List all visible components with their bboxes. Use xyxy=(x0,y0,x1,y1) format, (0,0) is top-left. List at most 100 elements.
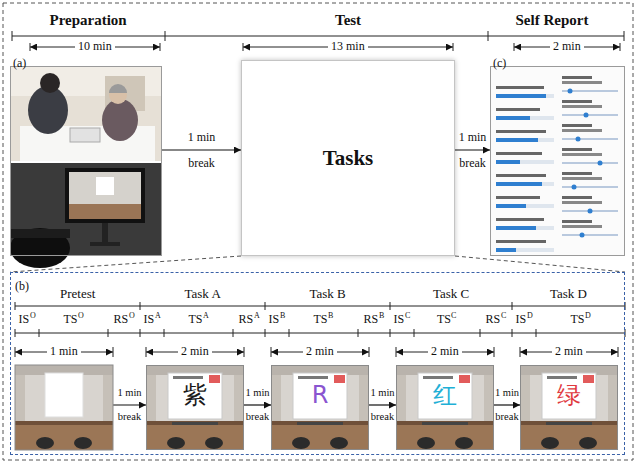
break-arrow xyxy=(494,404,520,405)
questionnaire-screenshot xyxy=(496,94,554,98)
stage-abbrev: IS xyxy=(19,313,30,327)
experiment-photo xyxy=(28,86,68,134)
questionnaire-screenshot xyxy=(576,137,581,142)
stage-abbrev: IS xyxy=(516,313,527,327)
task-timeline xyxy=(39,329,40,337)
stage-superscript: B xyxy=(379,311,384,320)
stage-superscript: O xyxy=(78,311,84,320)
questionnaire-screenshot xyxy=(496,108,540,111)
questionnaire-screenshot xyxy=(496,174,546,177)
questionnaire-screenshot xyxy=(562,81,602,84)
phase-heading: Preparation xyxy=(50,12,127,29)
questionnaire-screenshot xyxy=(496,182,554,186)
duration-arrow xyxy=(30,43,31,51)
zoom-line xyxy=(455,256,625,272)
questionnaire-screenshot xyxy=(562,162,618,164)
photo-panel: (a) xyxy=(10,66,162,256)
questionnaire-screenshot xyxy=(496,160,520,164)
task-timeline xyxy=(15,302,16,310)
task-timeline xyxy=(265,302,266,310)
duration-arrow xyxy=(520,347,521,357)
experiment-photo xyxy=(96,177,114,195)
vr-scene xyxy=(15,365,113,450)
stage-abbrev: TS xyxy=(64,313,78,327)
questionnaire-screenshot xyxy=(568,89,573,94)
stage-superscript: A xyxy=(203,311,209,320)
questionnaire-screenshot xyxy=(562,177,602,180)
duration-label: 2 min xyxy=(550,40,584,54)
break-label: 1 min break xyxy=(455,124,491,176)
vr-scene xyxy=(45,373,83,417)
panel-label: (c) xyxy=(493,57,506,70)
vr-scene xyxy=(15,365,113,450)
experiment-photo xyxy=(10,229,70,238)
break-label: 1 min break xyxy=(243,381,273,429)
task-timeline xyxy=(15,329,16,337)
questionnaire-screenshot xyxy=(490,66,625,256)
outer-frame xyxy=(3,3,633,460)
stage-superscript: D xyxy=(527,311,533,320)
panel-label: (b) xyxy=(15,280,29,293)
experiment-photo xyxy=(90,242,120,246)
stage-superscript: C xyxy=(405,311,410,320)
zoom-line xyxy=(10,256,241,272)
vr-scene xyxy=(271,365,369,450)
questionnaire-screenshot xyxy=(562,76,592,79)
task-timeline xyxy=(140,302,141,310)
questionnaire-panel: (c) xyxy=(490,66,625,256)
questionnaire-screenshot xyxy=(496,240,546,243)
task-timeline xyxy=(265,329,266,337)
stage-abbrev: TS xyxy=(189,313,203,327)
duration-label: 2 min xyxy=(178,345,212,359)
break-arrow xyxy=(113,404,146,405)
break-arrow xyxy=(162,149,241,150)
break-label: 1 min break xyxy=(115,381,145,429)
task-screenshot: 紫 xyxy=(146,365,244,450)
break-label: 1 min break xyxy=(368,381,398,429)
task-timeline xyxy=(15,333,625,334)
questionnaire-screenshot xyxy=(496,226,554,230)
stage-abbrev: IS xyxy=(144,313,155,327)
vr-scene xyxy=(520,365,618,450)
experiment-photo xyxy=(65,168,145,223)
duration-arrow xyxy=(113,347,114,357)
experiment-photo xyxy=(10,66,162,268)
stage-superscript: C xyxy=(451,311,456,320)
phase-bar xyxy=(165,31,166,41)
questionnaire-screenshot xyxy=(562,129,602,132)
questionnaire-screenshot xyxy=(584,113,589,118)
stage-abbrev: IS xyxy=(269,313,280,327)
task-heading: Task A xyxy=(185,287,221,302)
stage-abbrev: RS xyxy=(239,313,254,327)
questionnaire-screenshot xyxy=(562,153,602,156)
duration-arrow xyxy=(396,347,397,357)
duration-label: 2 min xyxy=(428,345,462,359)
task-screenshot: R xyxy=(271,365,369,450)
task-heading: Pretest xyxy=(60,287,95,302)
questionnaire-screenshot xyxy=(562,114,618,116)
questionnaire-screenshot xyxy=(580,233,585,238)
phase-heading: Self Report xyxy=(516,12,589,29)
questionnaire-screenshot xyxy=(562,225,602,228)
experiment-photo xyxy=(10,228,70,268)
questionnaire-screenshot xyxy=(496,248,516,252)
break-arrow xyxy=(369,404,396,405)
task-timeline xyxy=(480,329,481,337)
stimulus-word: 绿 xyxy=(521,381,617,409)
questionnaire-screenshot xyxy=(496,116,554,120)
questionnaire-screenshot xyxy=(598,161,603,166)
tasks-box: Tasks xyxy=(241,60,455,256)
duration-arrow xyxy=(453,43,454,51)
stage-superscript: B xyxy=(328,311,333,320)
questionnaire-screenshot xyxy=(496,138,538,142)
questionnaire-screenshot xyxy=(562,124,592,127)
task-screenshot: 红 xyxy=(396,365,494,450)
break-arrow xyxy=(455,149,490,150)
stage-abbrev: RS xyxy=(486,313,501,327)
questionnaire-screenshot xyxy=(562,105,602,108)
experiment-photo xyxy=(69,172,141,219)
task-timeline xyxy=(358,329,359,337)
stimulus-word: 紫 xyxy=(147,381,243,409)
task-heading: Task D xyxy=(550,287,587,302)
